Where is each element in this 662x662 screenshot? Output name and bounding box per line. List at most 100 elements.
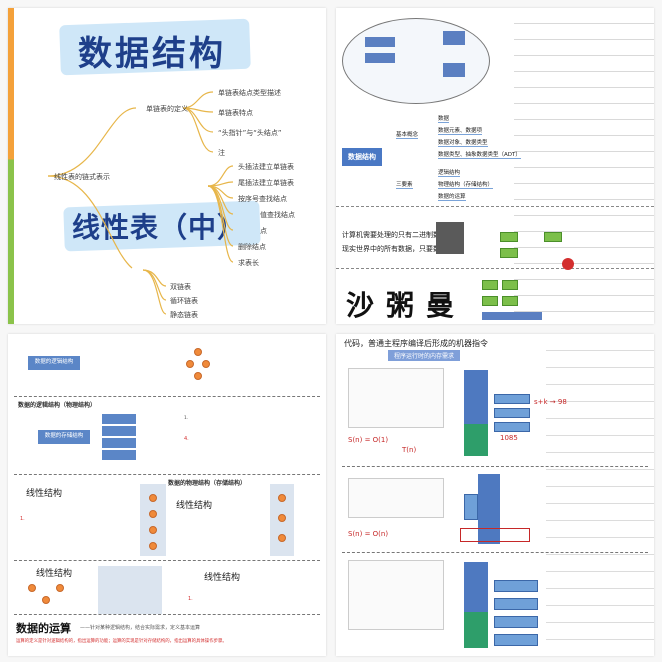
storage-box: 数据的存储结构 (38, 430, 90, 444)
note-text: 1. (184, 416, 189, 421)
title-top: 数据结构 (78, 34, 226, 74)
node-dot (149, 542, 157, 550)
memory-cell (494, 422, 530, 432)
divider (14, 614, 320, 615)
ellipse-diagram (342, 18, 490, 104)
diagram-box (365, 53, 395, 63)
blue-bar (482, 312, 542, 320)
green-chip (500, 248, 518, 258)
green-chip (500, 232, 518, 242)
quote-line-2: 现实世界中的所有数据，只要数打 (342, 245, 447, 253)
group2-item: 尾插法建立单链表 (238, 179, 294, 187)
logic-structure-box: 数据的逻辑结构 (28, 356, 80, 370)
group1-item: 单链表特点 (218, 109, 253, 117)
linear-label: 线性结构 (36, 569, 73, 579)
diagram-box (443, 63, 465, 77)
group2-item: 点 (260, 227, 267, 235)
handwritten-mark: s+k → 98 (534, 398, 567, 406)
code-block (348, 478, 444, 518)
group2-item: 删除结点 (238, 243, 266, 251)
code-block (348, 560, 444, 630)
storage-type (102, 450, 136, 460)
section-title: 数据的逻辑结构（物理结构） (18, 402, 97, 409)
node-dot (194, 348, 202, 356)
group1-item: “头指针”与“头结点” (218, 129, 282, 137)
divider (14, 474, 320, 475)
green-chip (482, 296, 498, 306)
tree-leaf: 数据的运算 (438, 194, 466, 201)
handwritten-mark: 1085 (500, 434, 518, 442)
storage-type (102, 414, 136, 424)
node-dot (28, 584, 36, 592)
group3-item: 静态链表 (170, 311, 198, 319)
node-dot (149, 526, 157, 534)
green-chip (502, 280, 518, 290)
divider (336, 206, 654, 207)
memory-cell (464, 494, 478, 520)
notebook-lines (514, 8, 654, 324)
memory-column (478, 474, 500, 544)
divider (336, 268, 654, 269)
quote-line-1: 计算机需要处理的只有二进制数 (342, 231, 440, 239)
memory-panel: 代码，普通主程序编译后形成的机器指令 程序运行时的内存需求 s+k → 98 1… (336, 334, 654, 656)
subtitle-banner: 程序运行时的内存需求 (388, 350, 461, 361)
group3-item: 循环链表 (170, 297, 198, 305)
linear-label: 线性结构 (26, 489, 63, 499)
tree-branch: 基本概念 (396, 132, 419, 139)
formula: S(n) = O(1) (348, 436, 389, 444)
node-dot (149, 494, 157, 502)
mindmap-root: 线性表的链式表示 (54, 173, 110, 181)
group1-item: 注 (218, 149, 225, 157)
memory-cell (494, 408, 530, 418)
green-chip (544, 232, 562, 242)
highlight-box (460, 528, 530, 542)
group2-item: 值查找结点 (260, 211, 295, 219)
memory-cell (494, 580, 538, 592)
node-dot (194, 372, 202, 380)
mindmap-connectors (47, 91, 234, 315)
section-title: 数据的物理结构（存储结构） (168, 480, 247, 487)
memory-segment (464, 612, 488, 648)
color-sidebar (8, 8, 14, 324)
linear-label: 线性结构 (204, 573, 241, 583)
node-dot (278, 534, 286, 542)
node-dot (186, 360, 194, 368)
note-red: 4. (184, 436, 189, 442)
memory-cell (494, 598, 538, 610)
node-dot (202, 360, 210, 368)
divider (342, 466, 648, 467)
memory-cell (494, 394, 530, 404)
storage-type (102, 426, 136, 436)
tree-branch: 三要素 (396, 182, 413, 189)
group2-item: 求表长 (238, 259, 259, 267)
green-chip (502, 296, 518, 306)
header-handwriting: 代码，普通主程序编译后形成的机器指令 (344, 339, 488, 348)
bottom-note-2: 运算的定义是针对逻辑结构的，指出运算的功能；运算的实现是针对存储结构的，指出运算… (16, 639, 227, 644)
group2-item: 按序号查找结点 (238, 195, 287, 203)
tree-leaf: 数据类型、抽象数据类型（ADT） (438, 152, 521, 159)
tree-leaf: 物理结构（存储结构） (438, 182, 494, 189)
group2-item: 头插法建立单链表 (238, 163, 294, 171)
tree-leaf: 数据对象、数据类型 (438, 140, 488, 147)
formula: S(n) = O(n) (348, 530, 389, 538)
divider (342, 552, 648, 553)
memory-table (98, 566, 162, 614)
node-dot (56, 584, 64, 592)
note-red: 1. (188, 596, 193, 602)
divider (14, 560, 320, 561)
photo-thumbnail (436, 222, 464, 254)
memory-segment (464, 424, 488, 456)
group3-item: 双链表 (170, 283, 191, 291)
node-dot (278, 494, 286, 502)
note-red: 1. (20, 516, 25, 522)
diagram-box (365, 37, 395, 47)
group1-item: 单链表结点类型描述 (218, 89, 281, 97)
node-dot (42, 596, 50, 604)
group1-label: 单链表的定义 (146, 105, 188, 113)
notebook-lines (546, 334, 654, 656)
green-chip (482, 280, 498, 290)
memory-cell (494, 634, 538, 646)
weibo-icon (562, 258, 574, 270)
linear-label: 线性结构 (176, 501, 213, 511)
code-block (348, 368, 444, 428)
